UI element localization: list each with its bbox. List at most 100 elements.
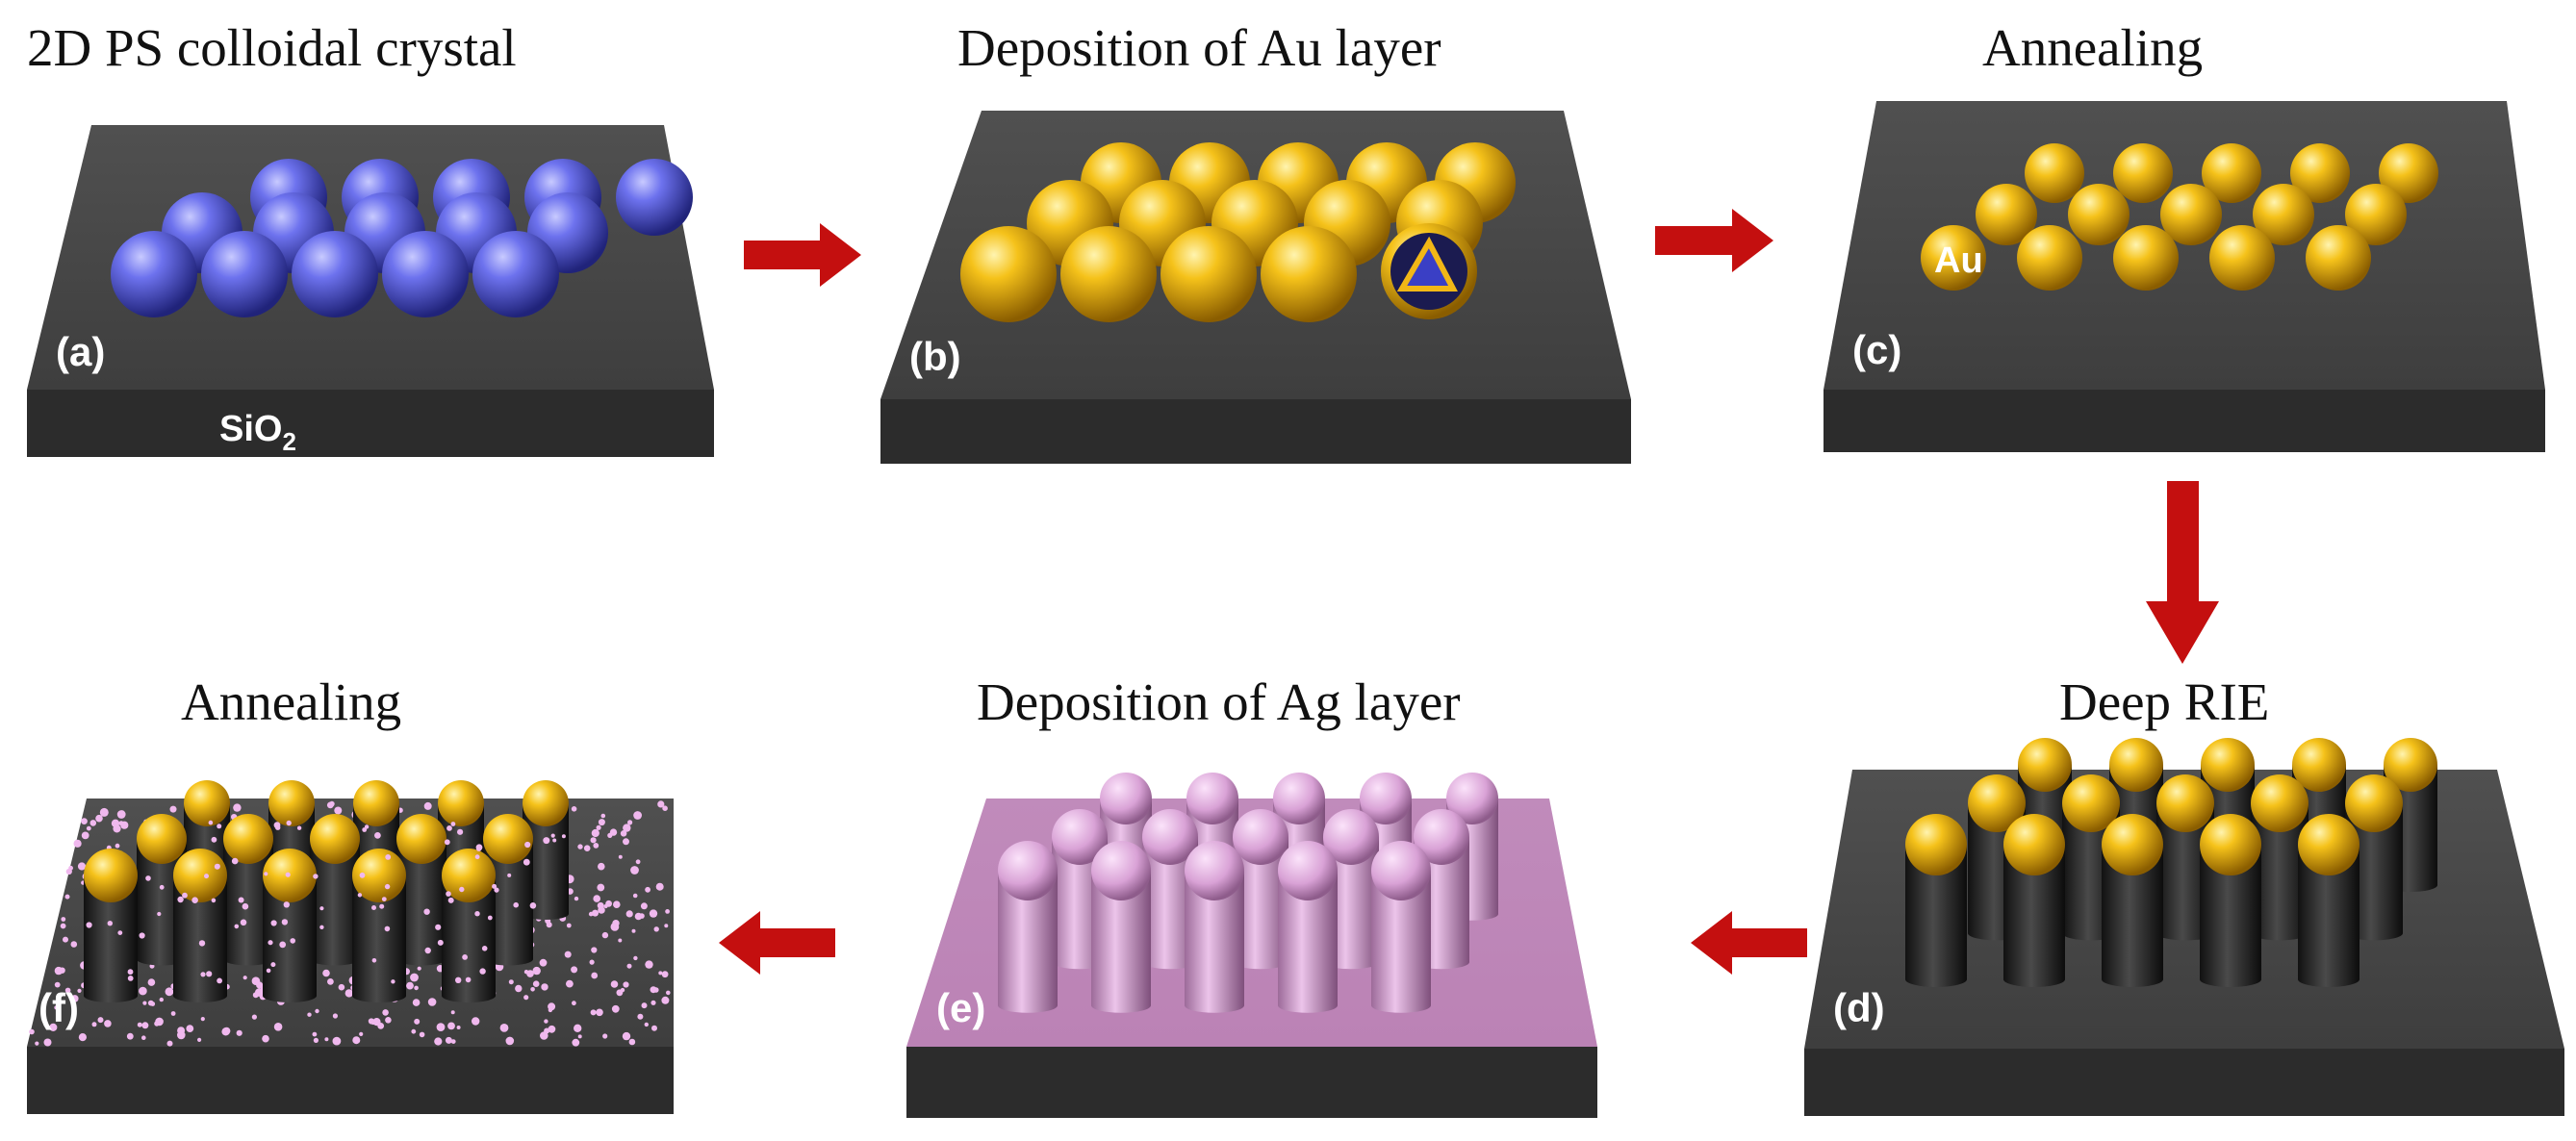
ag-nanoparticle [465, 976, 472, 983]
title-f: Annealing [181, 672, 401, 731]
ag-nanoparticle [658, 971, 663, 976]
ag-nanoparticle [548, 1007, 553, 1013]
ag-nanoparticle [382, 1009, 389, 1016]
au-coated-sphere-array [960, 142, 1516, 322]
ag-nanoparticle [613, 900, 621, 908]
ag-nanoparticle [270, 920, 277, 926]
si-pillar-cap [2298, 814, 2359, 875]
ag-nanoparticle [371, 958, 377, 963]
cutaway-sphere [1390, 233, 1467, 310]
au-coated-sphere [960, 226, 1057, 322]
ps-sphere [382, 231, 469, 317]
ag-nanoparticle [170, 1011, 176, 1016]
ag-pillar-cap [1091, 841, 1151, 900]
ag-nanoparticle [566, 923, 572, 928]
ag-nanoparticle [623, 838, 629, 846]
ag-nanoparticle [639, 913, 645, 919]
pillar-f-cap [310, 814, 360, 864]
pillar-f-base [442, 989, 496, 1002]
ag-nanoparticle [379, 903, 385, 909]
ag-nanoparticle [523, 858, 530, 866]
ag-nanoparticle [622, 1031, 631, 1041]
ag-nanoparticle [479, 968, 486, 975]
ag-nanoparticle [214, 863, 220, 870]
ag-nanoparticle [561, 834, 566, 839]
ag-nanoparticle [141, 1022, 149, 1029]
ag-nanoparticle [374, 832, 381, 839]
ag-nanoparticle [623, 824, 631, 832]
ag-nanoparticle [529, 902, 537, 909]
ag-nanoparticle [618, 854, 623, 859]
ag-nanoparticle [435, 924, 442, 930]
ag-nanoparticle [637, 1013, 644, 1020]
ag-nanoparticle [474, 911, 480, 917]
ag-nanoparticle [456, 1026, 461, 1029]
ag-nanoparticle [165, 987, 174, 997]
ag-nanoparticle [414, 1018, 421, 1025]
au-particle [2253, 184, 2314, 245]
pillar-f-base [223, 952, 273, 966]
ag-nanoparticle [515, 984, 523, 993]
ag-nanoparticle [598, 862, 605, 871]
au-particle [1921, 225, 1986, 291]
ag-nanoparticle [620, 987, 625, 993]
ag-nanoparticle [307, 1012, 312, 1017]
ag-nanoparticle [611, 1004, 620, 1013]
ag-nanoparticle [329, 800, 335, 807]
ag-nanoparticle [657, 800, 665, 808]
ag-nanoparticle [628, 1038, 636, 1046]
ag-nanoparticle [242, 902, 249, 910]
ag-nanoparticle [262, 1034, 269, 1043]
ag-pillar-cap [1186, 773, 1238, 824]
ag-nanoparticle [591, 828, 599, 838]
ag-nanoparticle [603, 903, 608, 909]
ag-nanoparticle [574, 896, 579, 901]
ag-nanoparticle [362, 827, 368, 832]
ag-nanoparticle [359, 1031, 364, 1036]
ag-nanoparticle [77, 988, 82, 993]
au-particle-array [1921, 143, 2438, 291]
panel-label-b: (b) [909, 334, 961, 379]
ag-nanoparticle [532, 966, 541, 976]
ag-nanoparticle [107, 921, 114, 926]
ag-nanoparticle [618, 938, 623, 943]
ag-nanoparticle [217, 977, 223, 984]
ag-nanoparticle [81, 831, 89, 840]
ag-nanoparticle [588, 911, 594, 917]
au-particle [2113, 225, 2179, 291]
ag-nanoparticle [385, 854, 392, 860]
ag-pillar-cap [1273, 773, 1325, 824]
ag-nanoparticle [601, 931, 609, 939]
ag-nanoparticle [104, 1020, 112, 1027]
pillar-f-cap [353, 780, 399, 826]
ag-nanoparticle [450, 1010, 455, 1015]
ag-pillar-cap [1323, 809, 1379, 865]
ag-nanoparticle [43, 1038, 52, 1047]
ag-nanoparticle [459, 886, 465, 893]
ag-nanoparticle [436, 1023, 446, 1031]
ag-pillar-cap [1414, 809, 1469, 865]
ps-sphere [616, 159, 693, 236]
ag-nanoparticle [411, 1028, 417, 1034]
ag-nanoparticle [457, 828, 464, 835]
ag-nanoparticle [338, 983, 345, 991]
ag-nanoparticle [625, 910, 633, 918]
ag-nanoparticle [251, 1014, 257, 1020]
si-pillar-base [1905, 972, 1967, 987]
ag-nanoparticle [169, 805, 177, 813]
ag-pillar-cap [1371, 841, 1431, 900]
ag-nanoparticle [610, 923, 620, 931]
ag-nanoparticle [602, 1033, 608, 1039]
substrate-label: SiO2 [219, 409, 296, 456]
ag-nanoparticle [142, 1001, 147, 1005]
ag-nanoparticle [313, 874, 319, 879]
title-b: Deposition of Au layer [957, 18, 1441, 77]
panel-c: Au (c) [1824, 101, 2545, 452]
panel-f: (f) [27, 780, 674, 1114]
ag-nanoparticle [640, 902, 648, 910]
ag-nanoparticle [35, 1041, 39, 1046]
panel-label-e: (e) [936, 985, 985, 1030]
ag-nanoparticle [139, 932, 145, 939]
au-particle-label: Au [1934, 241, 1983, 281]
